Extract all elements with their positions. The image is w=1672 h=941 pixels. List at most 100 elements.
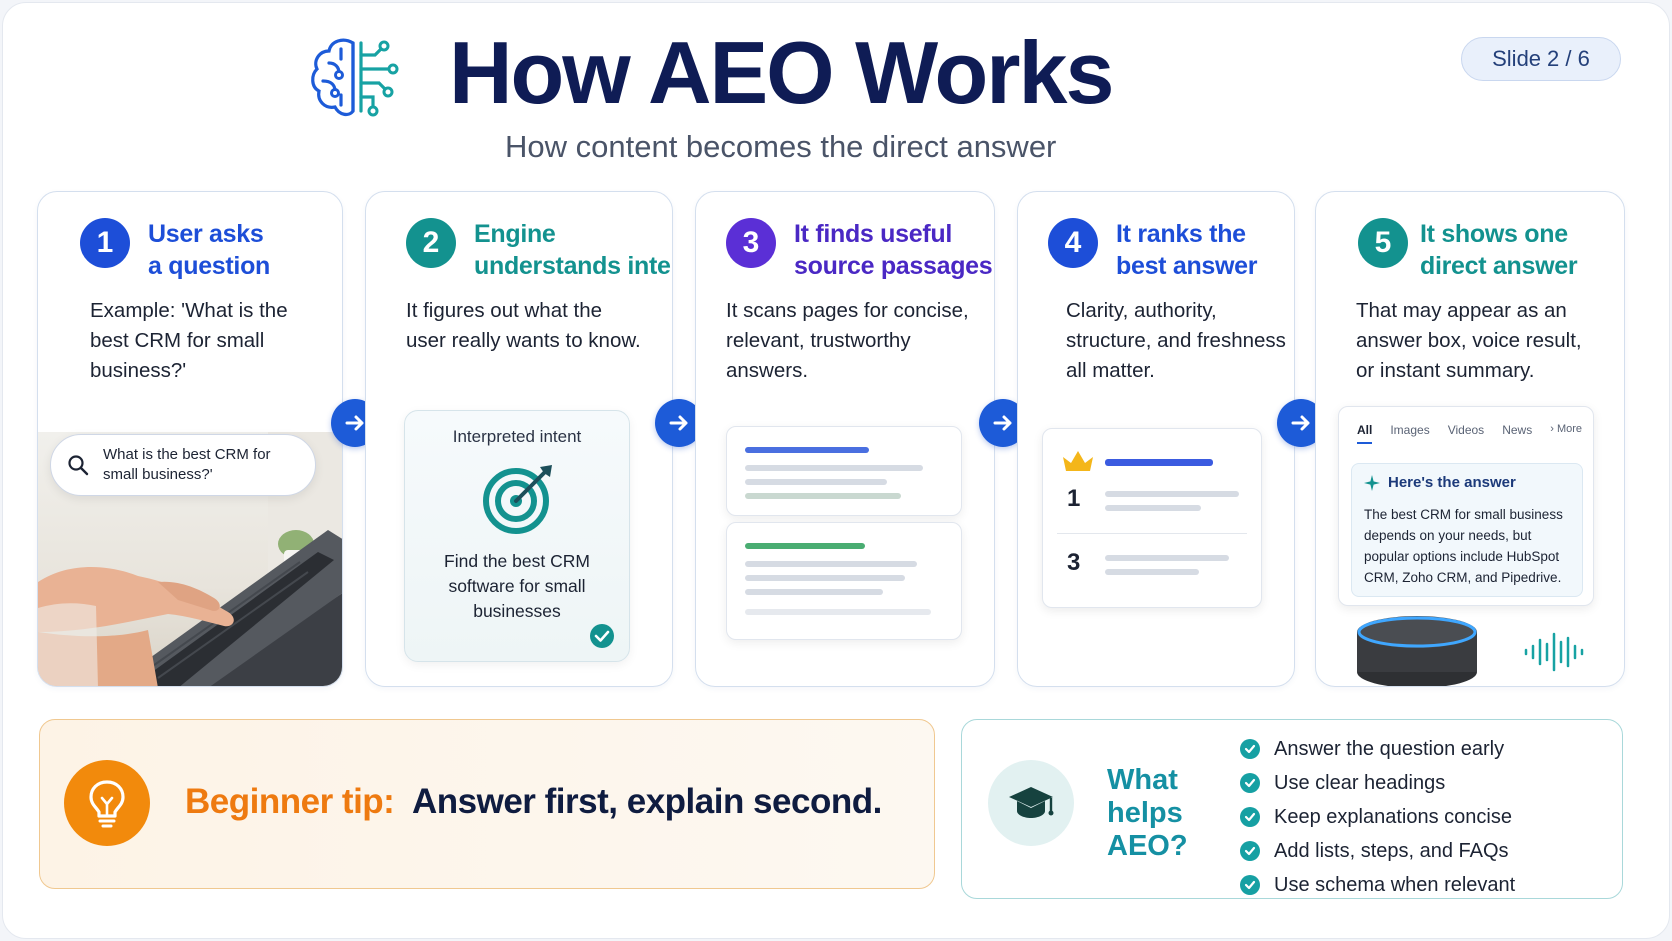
answer-heading: Here's the answer [1364,474,1516,491]
arrow-right-icon [669,415,688,431]
search-query-text: What is the best CRM for small business?… [103,446,271,483]
step-title: It finds useful source passages [794,218,993,282]
step-number-badge: 3 [726,218,776,268]
rank-number-first: 1 [1067,485,1081,512]
step-description: That may appear as an answer box, voice … [1356,299,1582,382]
passage-highlight-bar [745,447,869,453]
step-number-badge: 1 [80,218,130,268]
serp-tab-videos[interactable]: Videos [1447,423,1485,437]
lightbulb-icon [64,760,150,846]
serp-tab-all[interactable]: All [1357,423,1373,444]
smart-speaker-icon [1357,616,1477,686]
step-title-line: It finds useful [794,220,953,248]
check-icon [1240,875,1260,895]
check-icon [590,624,614,648]
passage-line [745,465,923,471]
step-title: User asks a question [148,218,270,282]
answer-box-serp: All Images Videos News › More Here's the… [1338,406,1594,606]
checklist-item: Answer the question early [1240,732,1515,766]
passage-line [745,575,905,581]
passage-line [745,493,901,499]
step-title-line: understands intent [474,252,673,280]
source-passage-card-1 [726,426,962,516]
step-card-1: 1 User asks a question Example: 'What is… [37,191,343,687]
step-card-4: 4 It ranks the best answer Clarity, auth… [1017,191,1295,687]
checklist-item-text: Use clear headings [1274,772,1446,794]
what-helps-aeo-panel: What helps AEO? Answer the question earl… [961,719,1623,899]
rank-line [1105,555,1229,561]
rank-line [1105,505,1201,511]
step-title-line: It ranks the [1116,220,1246,248]
rank-divider [1057,533,1247,534]
check-icon [1240,773,1260,793]
checklist-item-text: Answer the question early [1274,738,1505,760]
page-title: How AEO Works [449,23,1114,122]
checklist-item: Use schema when relevant [1240,868,1515,902]
intent-text: Find the best CRM software for small bus… [444,551,590,621]
checklist-item: Keep explanations concise [1240,800,1515,834]
check-icon [1240,841,1260,861]
passage-line [745,479,887,485]
brain-circuit-icon [311,38,399,117]
ranking-card: 1 3 [1042,428,1262,608]
interpreted-intent-card: Interpreted intent Find the best CRM sof… [404,410,630,662]
step-number-badge: 4 [1048,218,1098,268]
intent-label: Interpreted intent [452,427,582,446]
serp-tab-images[interactable]: Images [1390,423,1430,437]
aeo-checklist: Answer the question early Use clear head… [1240,732,1515,902]
step-number-badge: 2 [406,218,456,268]
step-number-badge: 5 [1358,218,1408,268]
step-description: Example: 'What is the best CRM for small… [90,299,288,382]
checklist-item-text: Add lists, steps, and FAQs [1274,840,1509,862]
step-card-3: 3 It finds useful source passages It sca… [695,191,995,687]
passage-highlight-bar [745,543,865,549]
check-icon [1240,739,1260,759]
passage-line [745,609,931,615]
page-subtitle: How content becomes the direct answer [505,129,1057,164]
step-title-line: direct answer [1420,252,1578,280]
direct-answer-box: Here's the answer The best CRM for small… [1351,463,1583,597]
tip-label: Beginner tip: [185,782,395,821]
rank-number-third: 3 [1067,549,1081,576]
sparkle-icon [1364,474,1380,491]
serp-tab-news[interactable]: News [1502,423,1533,437]
step-title: It ranks the best answer [1116,218,1258,282]
step-title-line: a question [148,252,271,280]
passage-line [745,561,917,567]
step-title-line: source passages [794,252,993,280]
helps-title: What helps AEO? [1107,764,1188,862]
checklist-item: Add lists, steps, and FAQs [1240,834,1515,868]
step-title: It shows one direct answer [1420,218,1578,282]
slide-label: Slide [1492,46,1542,71]
step-description: Clarity, authority, structure, and fresh… [1066,299,1286,382]
serp-tab-more-label: More [1556,423,1582,435]
slide-counter-badge: Slide 2 / 6 [1461,37,1621,81]
step-title-line: best answer [1116,252,1258,280]
checklist-item-text: Keep explanations concise [1274,806,1512,828]
laptop-illustration [38,432,342,686]
checklist-item: Use clear headings [1240,766,1515,800]
step-title-line: It shows one [1420,220,1568,248]
answer-heading-text: Here's the answer [1388,474,1516,491]
graduation-cap-icon [988,760,1074,846]
rank-line [1105,569,1199,575]
serp-tab-more[interactable]: › More [1550,423,1582,435]
check-icon [1240,807,1260,827]
target-icon [483,465,552,534]
step-description: It scans pages for concise, relevant, tr… [726,299,969,382]
step-description: It figures out what the user really want… [406,299,641,352]
rank-line [1105,491,1239,497]
passage-line [745,589,883,595]
step-card-5: 5 It shows one direct answer That may ap… [1315,191,1625,687]
source-passage-card-2 [726,522,962,640]
top-answer-bar [1105,459,1213,466]
step-card-2: 2 Engine understands intent It figures o… [365,191,673,687]
checklist-item-text: Use schema when relevant [1274,874,1516,896]
serp-tabs: All Images Videos News › More [1357,423,1582,444]
arrow-right-icon [345,415,364,431]
slide-counter: 2 / 6 [1547,46,1590,71]
sound-wave-icon [1524,632,1584,672]
search-query-bubble[interactable]: What is the best CRM for small business?… [50,434,316,496]
arrow-right-icon [993,415,1012,431]
